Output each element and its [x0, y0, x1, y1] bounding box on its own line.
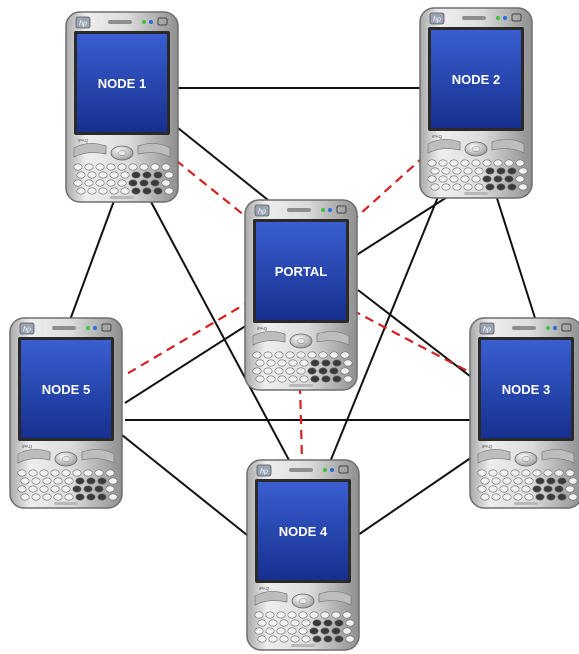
- keypad: [427, 139, 528, 195]
- link-portal-node5-dashed: [124, 299, 253, 376]
- speaker-slot: [108, 20, 132, 24]
- status-led-icon: [323, 468, 327, 472]
- svg-text:hp: hp: [258, 209, 266, 216]
- model-text: iPAQ: [22, 444, 33, 449]
- link-node2-node3-solid: [494, 191, 536, 319]
- svg-text:hp: hp: [483, 327, 491, 334]
- link-node5-node4-solid: [121, 434, 248, 536]
- screen: [77, 34, 167, 132]
- speaker-slot: [289, 468, 313, 472]
- node-label: NODE 1: [98, 76, 146, 91]
- screen: [431, 30, 521, 128]
- speaker-slot: [512, 326, 536, 330]
- model-text: iPAQ: [259, 586, 270, 591]
- model-text: iPAQ: [78, 138, 89, 143]
- speaker-slot: [462, 16, 486, 20]
- keypad: [254, 591, 355, 647]
- svg-text:hp: hp: [433, 17, 441, 24]
- bluetooth-led-icon: [93, 326, 97, 330]
- link-portal-node3-solid: [357, 289, 476, 381]
- link-node1-node4-solid: [149, 199, 291, 463]
- node-label: NODE 3: [502, 382, 550, 397]
- bluetooth-led-icon: [553, 326, 557, 330]
- bluetooth-led-icon: [330, 468, 334, 472]
- status-led-icon: [321, 208, 325, 212]
- status-led-icon: [86, 326, 90, 330]
- status-led-icon: [142, 20, 146, 24]
- hp-logo: hp: [19, 322, 35, 335]
- bluetooth-led-icon: [149, 20, 153, 24]
- link-portal-node4-dashed: [298, 384, 304, 461]
- hp-logo: hp: [75, 16, 91, 29]
- speaker-slot: [52, 326, 76, 330]
- node-label: NODE 5: [42, 382, 90, 397]
- status-led-icon: [496, 16, 500, 20]
- hp-logo: hp: [256, 464, 272, 477]
- model-text: iPAQ: [257, 326, 268, 331]
- keypad: [477, 449, 578, 505]
- wifi-indicator-icon: [561, 323, 572, 332]
- node-label: NODE 2: [452, 72, 500, 87]
- screen: [258, 482, 348, 580]
- status-led-icon: [546, 326, 550, 330]
- screen: [481, 340, 571, 438]
- link-node4-node3-solid: [357, 454, 476, 536]
- screen: [21, 340, 111, 438]
- link-portal-node3-dashed: [351, 309, 476, 376]
- link-node1-node5-solid: [69, 189, 119, 321]
- speaker-slot: [287, 208, 311, 212]
- svg-text:hp: hp: [79, 21, 87, 28]
- wifi-indicator-icon: [511, 13, 522, 22]
- svg-text:hp: hp: [260, 469, 268, 476]
- link-node1-portal-solid: [177, 127, 269, 201]
- model-text: iPAQ: [482, 444, 493, 449]
- hp-logo: hp: [479, 322, 495, 335]
- wifi-indicator-icon: [157, 17, 168, 26]
- model-text: iPAQ: [432, 134, 443, 139]
- screen: [256, 222, 346, 320]
- keypad: [17, 449, 118, 505]
- keypad: [73, 143, 174, 199]
- svg-text:hp: hp: [23, 327, 31, 334]
- wifi-indicator-icon: [338, 465, 349, 474]
- hp-logo: hp: [429, 12, 445, 25]
- node-label: PORTAL: [275, 264, 328, 279]
- wifi-indicator-icon: [336, 205, 347, 214]
- bluetooth-led-icon: [503, 16, 507, 20]
- keypad: [252, 331, 353, 387]
- hp-logo: hp: [254, 204, 270, 217]
- node-label: NODE 4: [279, 524, 328, 539]
- wifi-indicator-icon: [101, 323, 112, 332]
- bluetooth-led-icon: [328, 208, 332, 212]
